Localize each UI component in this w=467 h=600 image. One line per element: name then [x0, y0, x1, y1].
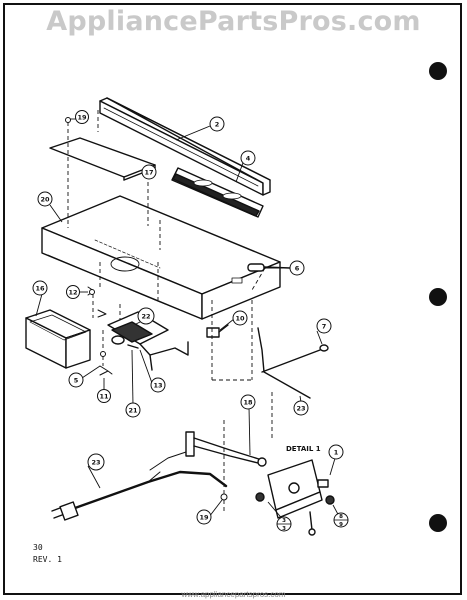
page-border	[3, 3, 462, 595]
callout-5: 5	[74, 377, 79, 385]
callout-23b-circle	[87, 453, 105, 471]
detail-1-label: DETAIL 1	[286, 445, 321, 453]
wiring-harness-part	[185, 431, 267, 467]
blower-assembly-part	[107, 311, 189, 371]
power-cord-part	[51, 451, 228, 521]
callout-10-circle	[232, 310, 248, 326]
callout-11-circle	[97, 389, 111, 403]
fasteners	[65, 117, 228, 501]
callout-2-circle	[209, 116, 225, 132]
filter-box-part	[25, 309, 91, 369]
callout-22-circle	[137, 307, 155, 325]
front-panel-part	[99, 97, 271, 196]
callout-13-circle	[150, 377, 166, 393]
callout-23a: 23	[296, 405, 305, 413]
callout-16: 16	[35, 285, 45, 293]
control-panel-part	[171, 167, 264, 218]
callout-20-circle	[37, 191, 53, 207]
callout-3-top: 3	[282, 518, 286, 524]
callout-1-circle	[328, 444, 344, 460]
binder-hole-bottom	[429, 514, 447, 532]
callout-17: 17	[144, 169, 153, 177]
light-socket-part	[206, 324, 229, 338]
callout-19a-circle	[75, 110, 89, 124]
main-housing-part	[41, 195, 281, 320]
callout-23b: 23	[91, 459, 100, 467]
binder-hole-middle	[429, 288, 447, 306]
detail-bracket-part	[255, 459, 335, 536]
bracket-wire-part	[257, 327, 329, 399]
callout-8: 8	[339, 514, 343, 520]
callout-1: 1	[334, 449, 339, 457]
callout-circles	[32, 110, 349, 532]
callout-labels: 2 4 19 17 20 6 16 12 22 10 7 5 11 13 21 …	[35, 114, 338, 522]
callout-4: 4	[246, 155, 251, 163]
cover-plate-part	[49, 137, 156, 181]
callout-12: 12	[68, 289, 77, 297]
callout-7: 7	[322, 323, 327, 331]
watermark: AppliancePartsPros.com	[46, 6, 421, 37]
split-callout-dividers	[277, 519, 348, 525]
callout-16-circle	[32, 280, 48, 296]
callout-23a-circle	[293, 400, 309, 416]
callout-3-bottom: 3	[282, 526, 286, 532]
page-number: 30	[33, 543, 43, 552]
callout-13: 13	[153, 382, 162, 390]
callout-10: 10	[235, 315, 245, 323]
callout-11: 11	[99, 393, 109, 401]
callout-18: 18	[243, 399, 253, 407]
footer-source: www.appliancepartspros.com	[181, 590, 286, 599]
callout-4-circle	[240, 150, 256, 166]
explode-lines	[67, 110, 273, 514]
revision-label: REV. 1	[33, 555, 62, 564]
callout-19b-circle	[196, 509, 212, 525]
callout-18-circle	[240, 394, 256, 410]
callout-21: 21	[128, 407, 138, 415]
split-callout-labels: 3 3 8 9	[282, 514, 343, 532]
callout-21-circle	[125, 402, 141, 418]
callout-7-circle	[316, 318, 332, 334]
callout-6-circle	[289, 260, 305, 276]
callout-17-circle	[141, 164, 157, 180]
callout-9: 9	[339, 522, 343, 528]
callout-19a: 19	[77, 114, 87, 122]
callout-19b: 19	[199, 514, 209, 522]
binder-hole-top	[429, 62, 447, 80]
callout-22: 22	[141, 313, 150, 321]
callout-20: 20	[40, 196, 50, 204]
callout-12-circle	[66, 285, 80, 299]
callout-6: 6	[295, 265, 300, 273]
callout-2: 2	[215, 121, 220, 129]
callout-5-circle	[68, 372, 84, 388]
